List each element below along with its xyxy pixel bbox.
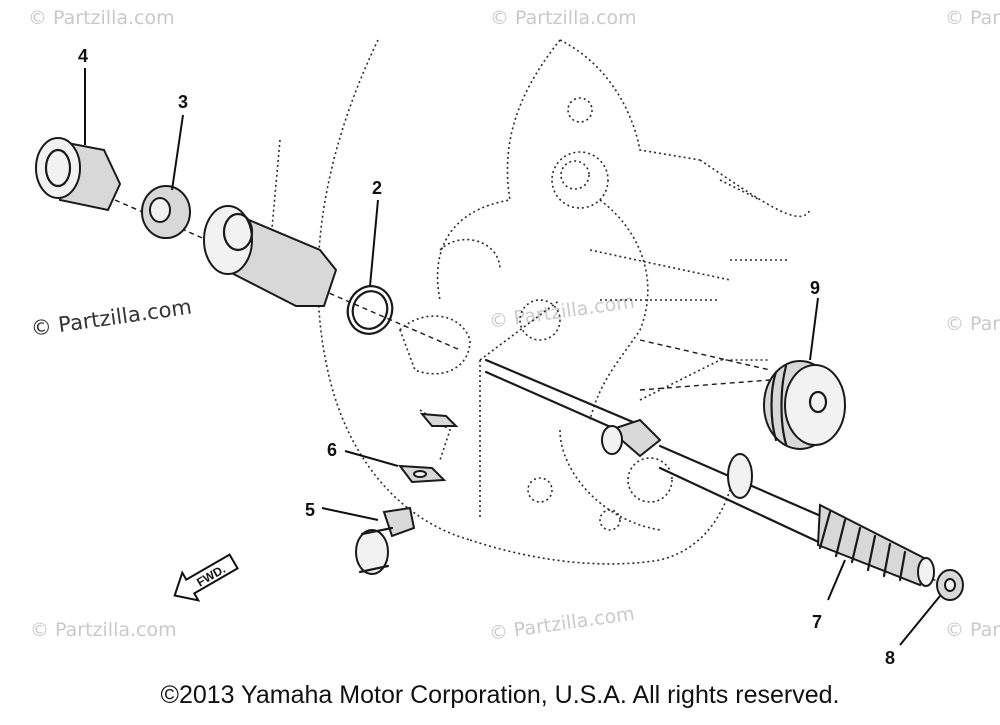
watermark: © Partzilla.com bbox=[488, 291, 636, 333]
crankcase-outline bbox=[269, 39, 811, 565]
watermark: © Partzilla.com bbox=[490, 7, 637, 29]
fwd-direction-arrow: FWD. bbox=[173, 553, 239, 602]
callout-part-2: 2 bbox=[372, 178, 382, 198]
callout-part-9: 9 bbox=[810, 278, 820, 298]
watermark: © Partzilla.com bbox=[28, 7, 175, 29]
copyright-notice: ©2013 Yamaha Motor Corporation, U.S.A. A… bbox=[160, 681, 840, 709]
watermark: © Partzilla.com bbox=[945, 7, 1000, 29]
callout-part-3: 3 bbox=[178, 92, 188, 112]
callout-part-8: 8 bbox=[885, 648, 895, 668]
part-7-shaft-gear bbox=[484, 358, 935, 587]
part-8-washer bbox=[936, 569, 964, 601]
callout-numbers: 4 3 2 9 6 5 7 8 bbox=[78, 46, 895, 668]
part-2-o-ring bbox=[346, 285, 394, 335]
watermark: © Partzilla.com bbox=[945, 313, 1000, 335]
leader-lines bbox=[84, 68, 941, 646]
part-9-plug bbox=[763, 360, 846, 450]
watermark: © Partzilla.com bbox=[488, 603, 636, 645]
part-3-seal bbox=[141, 185, 191, 239]
part-5-bolt bbox=[355, 506, 416, 575]
callout-part-4: 4 bbox=[78, 46, 88, 66]
callout-part-7: 7 bbox=[812, 612, 822, 632]
callout-part-5: 5 bbox=[305, 500, 315, 520]
callout-part-6: 6 bbox=[327, 440, 337, 460]
watermark: © Partzilla.com bbox=[945, 619, 1000, 641]
part-1-bushing bbox=[203, 205, 338, 307]
part-4-cap bbox=[35, 137, 122, 212]
watermark-featured: © Partzilla.com bbox=[29, 295, 193, 341]
part-6-plate bbox=[397, 412, 459, 484]
watermark: © Partzilla.com bbox=[30, 619, 177, 641]
